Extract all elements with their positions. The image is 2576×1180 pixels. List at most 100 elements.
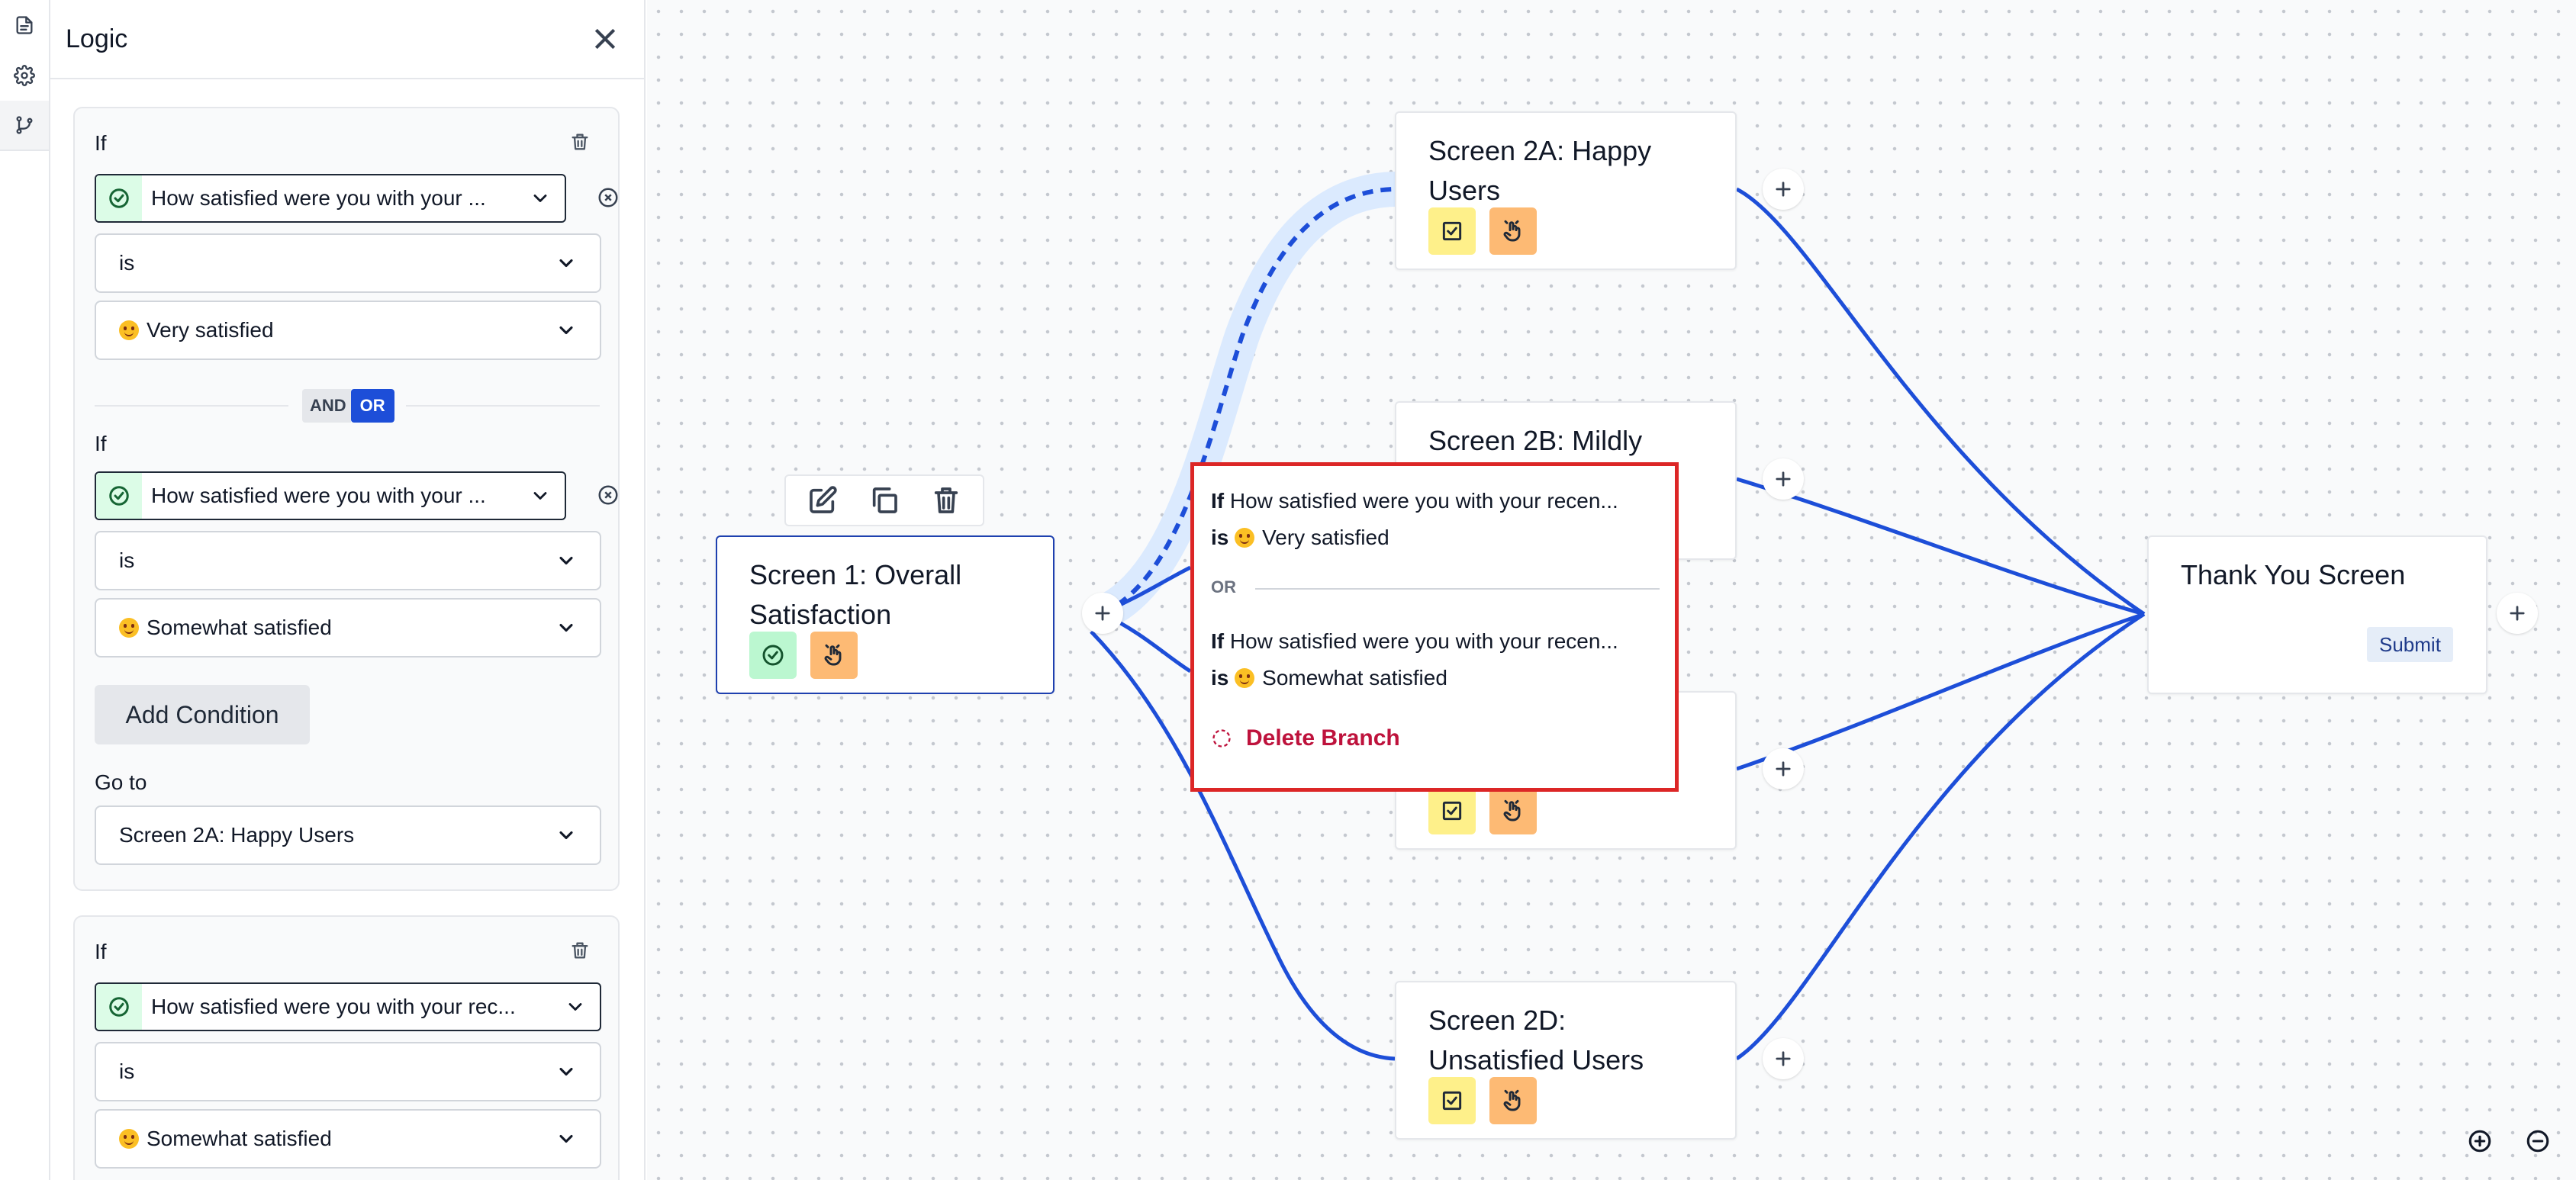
add-node-button[interactable] xyxy=(1763,748,1804,789)
rail-logic[interactable] xyxy=(0,101,49,151)
checkbox-icon xyxy=(1428,1077,1476,1124)
check-circle-icon xyxy=(96,175,142,221)
add-node-button[interactable] xyxy=(1763,169,1804,210)
close-circle-icon xyxy=(598,485,618,505)
check-circle-icon xyxy=(96,473,142,519)
rail-document[interactable] xyxy=(0,0,49,50)
trash-icon xyxy=(572,942,588,959)
checkbox-icon xyxy=(1428,787,1476,834)
node-thank-you[interactable]: Thank You Screen Submit xyxy=(2147,535,2487,694)
and-or-toggle[interactable]: AND OR xyxy=(302,389,394,423)
edge-s2d-ty[interactable] xyxy=(1735,612,2146,1061)
operator-text: is xyxy=(119,548,135,572)
goto-text: Screen 2A: Happy Users xyxy=(119,823,355,847)
value-text: Very satisfied xyxy=(147,318,274,342)
plus-icon xyxy=(1776,761,1791,776)
value-select[interactable]: Very satisfied xyxy=(95,301,601,360)
edge-s2b-ty[interactable] xyxy=(1736,477,2145,616)
tap-icon xyxy=(1489,207,1537,255)
operator-select[interactable]: is xyxy=(95,233,601,293)
divider xyxy=(406,405,600,407)
chevron-down-icon xyxy=(559,326,573,335)
chevron-down-icon xyxy=(559,831,573,840)
edit-icon xyxy=(810,486,837,513)
flow-edges xyxy=(1084,172,2146,1061)
checkbox-icon xyxy=(1428,207,1476,255)
question-select[interactable]: How satisfied were you with your ... xyxy=(95,471,566,520)
add-node-button[interactable] xyxy=(1082,593,1123,634)
zoom-out-button[interactable] xyxy=(2523,1126,2553,1156)
delete-rule-button[interactable] xyxy=(565,127,595,157)
gear-icon xyxy=(14,65,35,86)
tap-icon xyxy=(1489,1077,1537,1124)
duplicate-button[interactable] xyxy=(863,479,906,522)
edit-button[interactable] xyxy=(801,479,844,522)
remove-condition-button[interactable] xyxy=(595,185,621,211)
node-title: Thank You Screen xyxy=(2181,559,2406,590)
operator-select[interactable]: is xyxy=(95,531,601,590)
add-node-button[interactable] xyxy=(2497,593,2538,634)
edge-s2a-ty[interactable] xyxy=(1735,187,2146,616)
tap-icon xyxy=(810,632,858,679)
question-text: How satisfied were you with your ... xyxy=(151,484,486,507)
emoji-icon xyxy=(1235,668,1255,688)
operator-text: is xyxy=(119,1059,135,1083)
chevron-down-icon xyxy=(559,259,573,268)
add-node-button[interactable] xyxy=(1763,1038,1804,1079)
chevron-down-icon xyxy=(559,623,573,632)
zoom-in-icon xyxy=(2468,1130,2491,1153)
or-option[interactable]: OR xyxy=(350,389,394,423)
zoom-out-icon xyxy=(2526,1130,2549,1153)
panel-header: Logic xyxy=(50,0,644,79)
and-option[interactable]: AND xyxy=(302,389,351,423)
chevron-down-icon xyxy=(568,1003,582,1011)
submit-button[interactable]: Submit xyxy=(2367,627,2453,662)
question-text: How satisfied were you with your rec... xyxy=(151,995,516,1018)
chevron-down-icon xyxy=(559,1067,573,1076)
add-condition-button[interactable]: Add Condition xyxy=(95,685,310,744)
popup-condition-1: If How satisfied were you with your rece… xyxy=(1211,489,1618,513)
question-select[interactable]: How satisfied were you with your ... xyxy=(95,174,566,223)
value-text: Somewhat satisfied xyxy=(147,616,332,639)
node-screen-2d[interactable]: Screen 2D:Unsatisfied Users xyxy=(1395,981,1737,1140)
popup-value-2: is Somewhat satisfied xyxy=(1211,666,1447,690)
value-select[interactable]: Somewhat satisfied xyxy=(95,1109,601,1169)
tap-icon xyxy=(1489,787,1537,834)
node-toolbar xyxy=(784,474,984,526)
close-button[interactable] xyxy=(584,18,626,59)
value-select[interactable]: Somewhat satisfied xyxy=(95,598,601,658)
edge-s1-s2a[interactable] xyxy=(1100,187,1396,616)
edge-s2c-ty[interactable] xyxy=(1736,612,2145,771)
popup-value-1: is Very satisfied xyxy=(1211,526,1389,549)
delete-branch-button[interactable]: Delete Branch xyxy=(1211,725,1400,751)
if-label: If xyxy=(95,940,107,963)
chevron-down-icon xyxy=(559,556,573,565)
delete-node-button[interactable] xyxy=(925,479,968,522)
delete-rule-button[interactable] xyxy=(565,935,595,966)
rail-settings[interactable] xyxy=(0,50,49,101)
remove-condition-button[interactable] xyxy=(595,482,621,508)
emoji-icon xyxy=(119,618,139,638)
goto-select[interactable]: Screen 2A: Happy Users xyxy=(95,805,601,865)
value-text: Somewhat satisfied xyxy=(147,1127,332,1150)
plus-icon xyxy=(2510,606,2525,621)
edge-s1-s2d[interactable] xyxy=(1090,630,1396,1061)
plus-icon xyxy=(1776,471,1791,487)
plus-icon xyxy=(1776,1051,1791,1066)
operator-select[interactable]: is xyxy=(95,1042,601,1101)
divider xyxy=(95,405,288,407)
if-label: If xyxy=(95,432,107,455)
zoom-in-button[interactable] xyxy=(2465,1126,2495,1156)
check-circle-icon xyxy=(749,632,797,679)
question-select[interactable]: How satisfied were you with your rec... xyxy=(95,982,601,1031)
add-node-button[interactable] xyxy=(1763,458,1804,500)
node-title: Screen 2D:Unsatisfied Users xyxy=(1428,1005,1644,1076)
check-circle-icon xyxy=(96,984,142,1030)
chevron-down-icon xyxy=(533,492,547,500)
trash-icon xyxy=(572,133,588,150)
